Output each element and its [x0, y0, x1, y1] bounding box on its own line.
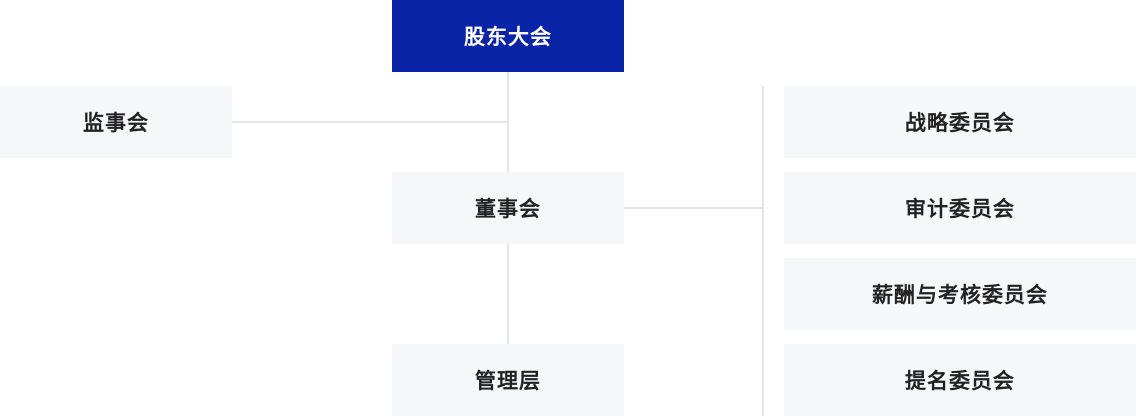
shareholders-meeting-box: 股东大会 — [392, 0, 624, 72]
committee-audit-box: 审计委员会 — [784, 172, 1136, 244]
committee-label: 审计委员会 — [905, 197, 1015, 221]
connector-board-to-management — [507, 244, 509, 344]
committee-strategy-box: 战略委员会 — [784, 86, 1136, 158]
connector-board-to-committees — [624, 207, 763, 209]
connector-committees-vertical — [762, 86, 764, 416]
connector-top-to-board — [507, 72, 509, 172]
committee-label: 薪酬与考核委员会 — [872, 283, 1048, 307]
board-of-directors-label: 董事会 — [475, 197, 541, 221]
committee-compensation-box: 薪酬与考核委员会 — [784, 258, 1136, 330]
supervisory-board-box: 监事会 — [0, 86, 232, 158]
shareholders-meeting-label: 股东大会 — [464, 25, 552, 49]
supervisory-board-label: 监事会 — [83, 111, 149, 135]
committee-nomination-box: 提名委员会 — [784, 344, 1136, 416]
connector-supervisory — [232, 121, 508, 123]
board-of-directors-box: 董事会 — [392, 172, 624, 244]
committee-label: 战略委员会 — [905, 111, 1015, 135]
committee-label: 提名委员会 — [905, 369, 1015, 393]
management-label: 管理层 — [475, 369, 541, 393]
management-box: 管理层 — [392, 344, 624, 416]
